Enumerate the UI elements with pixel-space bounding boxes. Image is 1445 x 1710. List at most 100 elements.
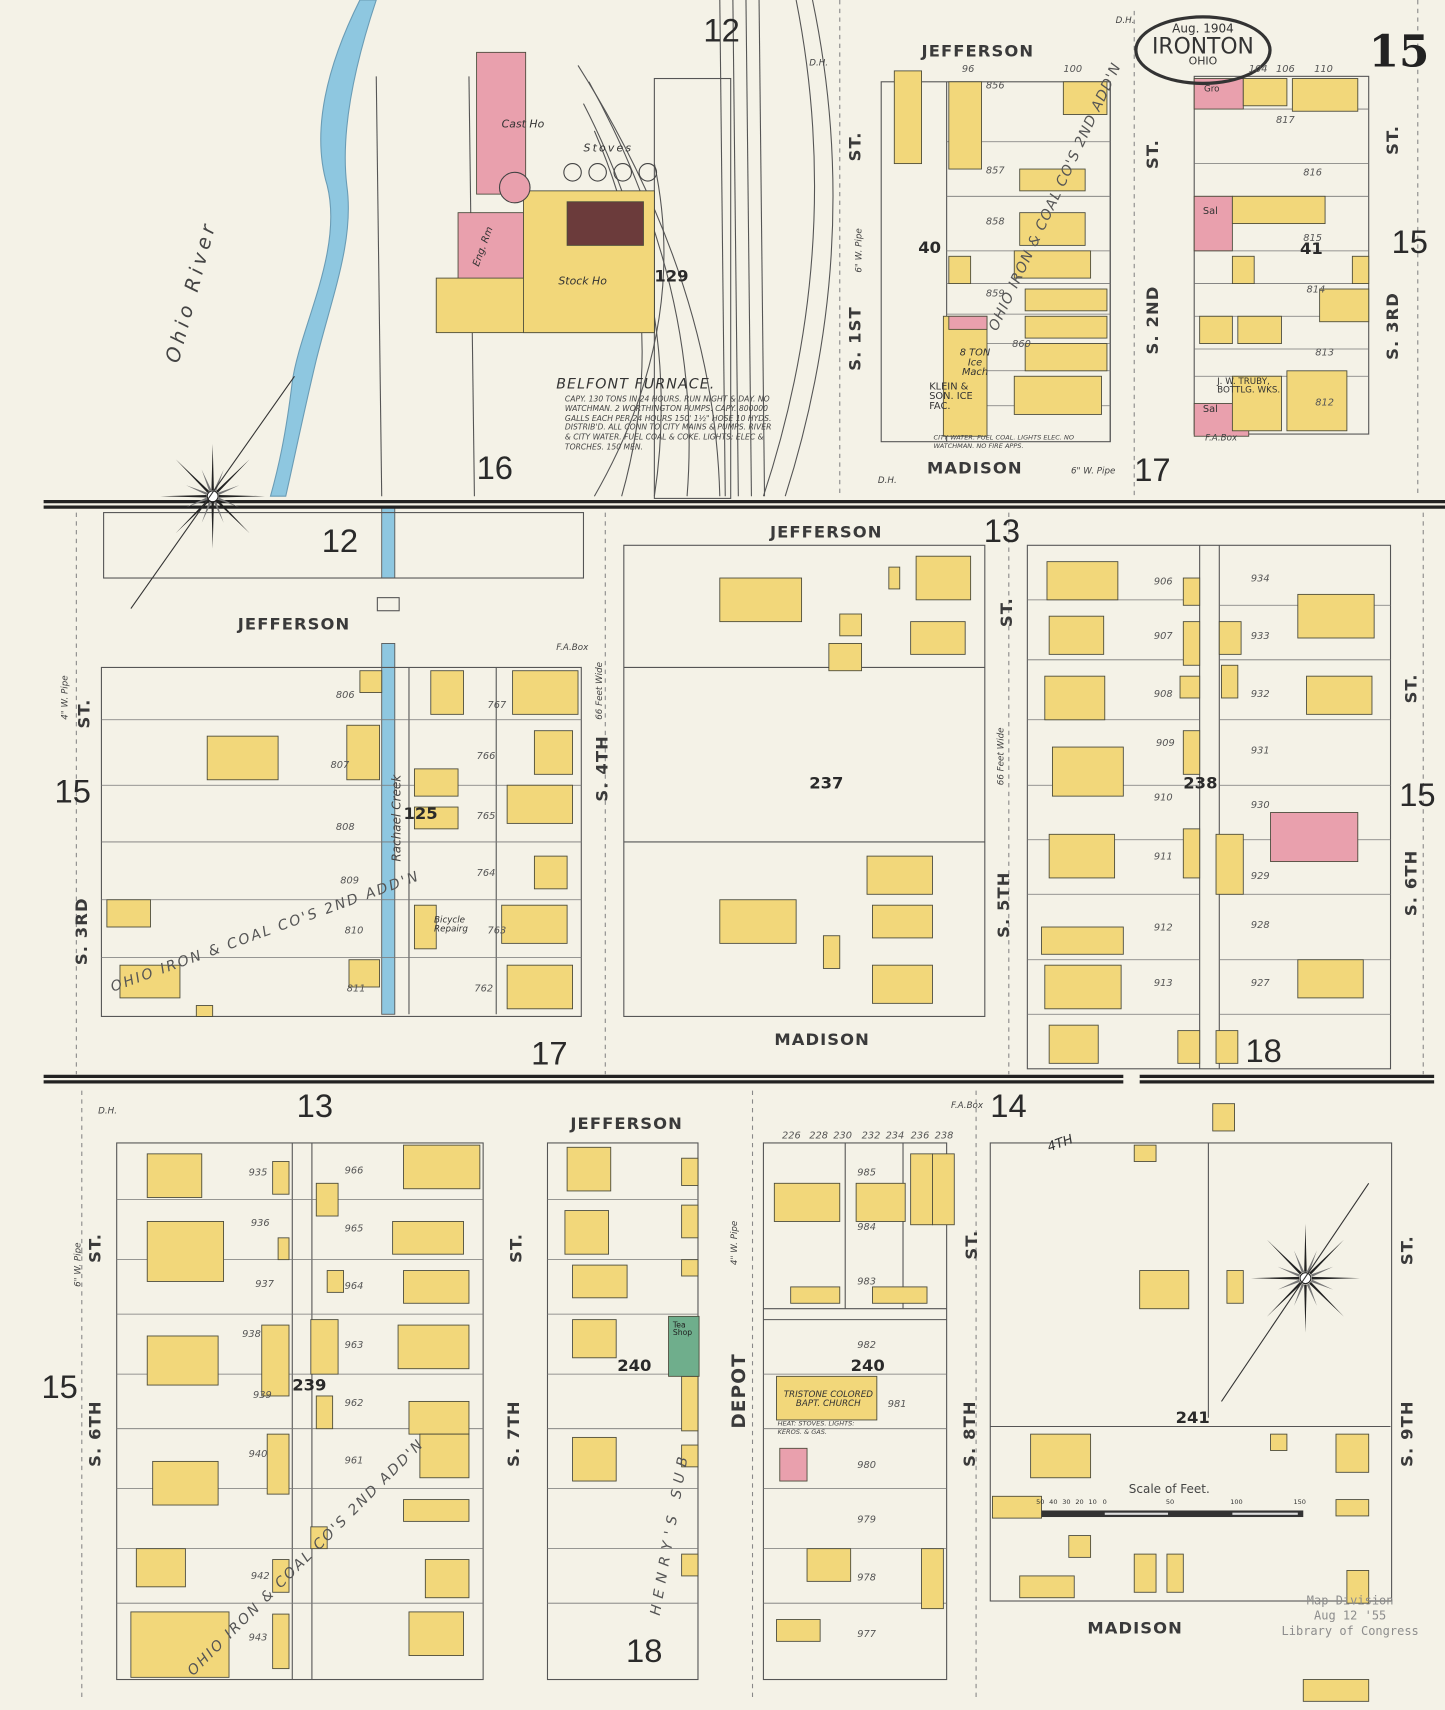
building-footprint — [346, 724, 380, 781]
street-s7-st: ST. — [506, 1232, 526, 1263]
building-footprint — [1024, 343, 1108, 372]
compass-rose-icon — [211, 443, 214, 491]
building-footprint — [681, 1157, 699, 1186]
lot-934: 934 — [1250, 573, 1270, 585]
stamp-line-1: Map Division — [1306, 1593, 1394, 1608]
building-footprint — [476, 51, 527, 195]
building-footprint — [1215, 1030, 1239, 1064]
adjacent-sheet-15-mid-left: 15 — [54, 774, 91, 811]
building-footprint — [315, 1395, 334, 1430]
house-number-236: 236 — [910, 1130, 930, 1142]
street-madison-bottom: MADISON — [1087, 1618, 1183, 1639]
building-footprint — [948, 315, 988, 330]
building-footprint — [572, 1264, 628, 1299]
scale-tick: 150 — [1293, 1498, 1306, 1507]
building-footprint — [1182, 577, 1201, 606]
compass-rose-icon — [201, 469, 212, 491]
block-outline — [103, 512, 585, 579]
building-footprint — [1231, 195, 1326, 225]
railroad-track — [758, 0, 766, 497]
lot-932: 932 — [1250, 689, 1270, 701]
street-madison-top: MADISON — [927, 458, 1023, 478]
street-s6-mid: S. 6TH — [1401, 849, 1422, 917]
house-number-238: 238 — [934, 1130, 954, 1142]
building-footprint — [1215, 833, 1244, 895]
lot-928: 928 — [1250, 920, 1270, 932]
compass-rose-icon — [213, 501, 224, 523]
ice-factory-notes: CITY WATER. FUEL COAL. LIGHTS ELEC. NO W… — [933, 434, 1075, 450]
house-number-106: 106 — [1276, 64, 1295, 76]
street-depot: DEPOT — [728, 1353, 751, 1429]
lot-983: 983 — [857, 1277, 876, 1288]
creek-channel — [381, 506, 396, 579]
building-footprint — [872, 964, 933, 1004]
lot-767: 767 — [487, 700, 507, 712]
building-footprint — [506, 784, 574, 824]
building-footprint — [277, 1237, 290, 1261]
lot-940: 940 — [248, 1449, 268, 1461]
building-footprint — [1346, 1570, 1370, 1604]
building-footprint — [413, 806, 459, 830]
building-footprint — [266, 1433, 290, 1495]
adjacent-sheet-18-bottom: 18 — [626, 1633, 663, 1670]
adjacent-sheet-16: 16 — [476, 450, 513, 487]
compass-rose-icon — [186, 497, 208, 508]
adjacent-sheet-17-top: 17 — [1134, 452, 1171, 489]
building-footprint — [1231, 375, 1282, 432]
building-footprint — [1212, 1103, 1235, 1132]
building-footprint — [1218, 621, 1242, 655]
building-footprint — [1046, 561, 1119, 601]
building-footprint — [719, 899, 797, 944]
compass-rose-icon — [217, 485, 240, 495]
building-footprint — [359, 670, 383, 693]
lot-808: 808 — [335, 822, 355, 834]
building-footprint — [272, 1161, 290, 1195]
building-footprint — [921, 1548, 944, 1610]
building-footprint — [888, 566, 901, 590]
adjacent-sheet-15-top: 15 — [1391, 224, 1429, 261]
lot-965: 965 — [344, 1223, 364, 1235]
scale-tick: 20 — [1075, 1498, 1084, 1507]
building-footprint — [152, 1460, 219, 1506]
water-pipe-label-5: 6" W. Pipe — [1070, 465, 1116, 476]
building-footprint — [501, 904, 568, 944]
street-s1: S. 1ST — [845, 306, 865, 371]
dh-label-2: D.H. — [809, 57, 829, 68]
compass-rose-icon — [218, 494, 266, 498]
lot-929: 929 — [1250, 871, 1270, 883]
building-footprint — [719, 577, 803, 623]
stove-icon — [638, 163, 658, 182]
building-footprint — [681, 1204, 699, 1239]
lot-963: 963 — [344, 1340, 364, 1352]
fa-box-label-2: F.A.Box — [556, 642, 589, 653]
compass-rose-icon — [186, 485, 208, 495]
lot-813: 813 — [1315, 347, 1335, 359]
street-s2: S. 2ND — [1142, 285, 1163, 355]
lot-763: 763 — [487, 925, 507, 937]
block-240-right: 240 — [850, 1355, 885, 1376]
compass-rose-icon — [175, 459, 210, 493]
scale-tick: 50 — [1036, 1498, 1045, 1507]
adjacent-sheet-14: 14 — [990, 1088, 1027, 1125]
building-footprint — [828, 643, 863, 672]
building-footprint — [146, 1335, 219, 1386]
lot-812: 812 — [1315, 398, 1335, 409]
house-number-96: 96 — [961, 64, 975, 76]
building-footprint — [1166, 1553, 1184, 1593]
scale-tick: 10 — [1088, 1498, 1097, 1507]
north-arrow-icon — [1221, 1182, 1370, 1402]
lot-766: 766 — [476, 751, 496, 763]
building-footprint — [1013, 375, 1102, 415]
compass-rose-icon — [1277, 1279, 1301, 1290]
block-outline — [1193, 75, 1370, 435]
building-footprint — [119, 964, 181, 999]
lot-816: 816 — [1303, 167, 1323, 179]
compass-rose-icon — [1293, 1283, 1305, 1306]
building-footprint — [261, 1324, 290, 1397]
lot-806: 806 — [335, 690, 355, 702]
lot-859: 859 — [985, 289, 1005, 300]
railroad-track — [588, 81, 690, 497]
railroad-track — [745, 0, 752, 497]
building-footprint — [1048, 1024, 1099, 1064]
building-footprint — [681, 1375, 699, 1432]
